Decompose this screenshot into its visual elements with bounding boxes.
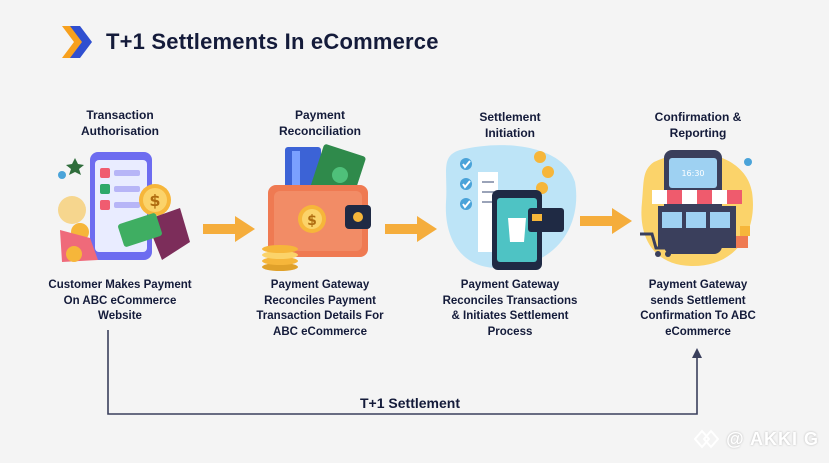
step-description: Payment Gateway Reconciles Payment Trans…	[256, 279, 384, 338]
storefront-illustration-icon: 16:30	[640, 150, 753, 267]
step-description: Payment Gateway Reconciles Transactions …	[442, 279, 578, 338]
page-title: T+1 Settlements In eCommerce	[106, 29, 439, 54]
mobile-checkout-illustration-icon	[445, 145, 577, 270]
step-label: Confirmation &Reporting	[654, 110, 742, 140]
svg-text:16:30: 16:30	[681, 169, 704, 178]
flow-arrow-icon	[385, 216, 437, 242]
loop-label: T+1 Settlement	[360, 395, 460, 411]
flow-arrow-icon	[580, 208, 632, 234]
flow-arrow-icon	[203, 216, 255, 242]
step-description: Customer Makes Payment On ABC eCommerce …	[48, 279, 192, 322]
svg-text:$: $	[149, 191, 160, 210]
watermark: @ AKKI G	[694, 427, 819, 451]
brand-logo-icon	[62, 26, 92, 58]
phone-payment-illustration-icon: $	[58, 152, 190, 262]
watermark-text: @ AKKI G	[726, 428, 819, 449]
step-description: Payment Gateway sends Settlement Confirm…	[640, 279, 756, 338]
header: T+1 Settlements In eCommerce	[58, 22, 439, 62]
step-confirmation-reporting: Confirmation &Reporting 16:30 Payment Ga…	[603, 108, 793, 343]
wallet-illustration-icon: $	[262, 144, 371, 271]
svg-text:$: $	[307, 213, 317, 229]
watermark-logo-icon	[694, 429, 720, 449]
